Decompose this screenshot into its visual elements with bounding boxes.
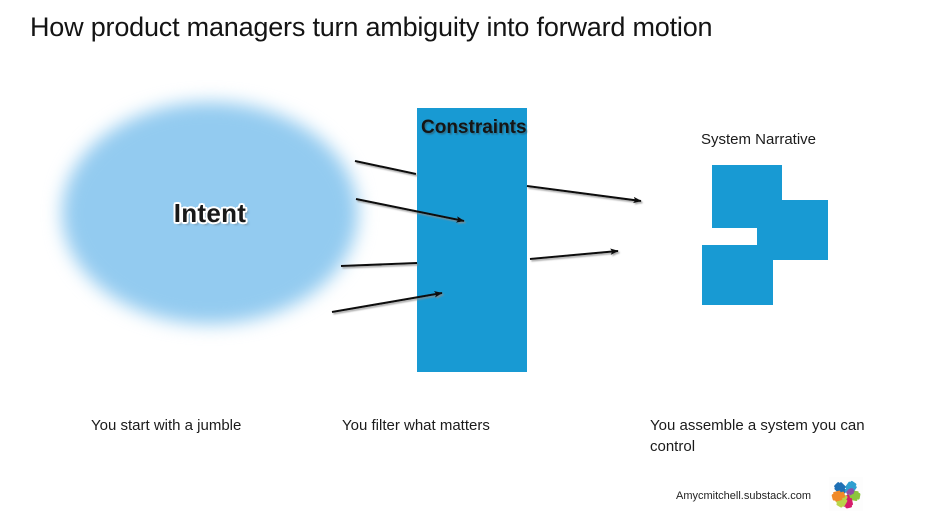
caption-system-narrative: You assemble a system you can control	[650, 417, 865, 455]
output-arrow-1	[526, 184, 642, 204]
intent-ellipse	[62, 102, 358, 324]
constraints-label: Constraints	[421, 117, 527, 138]
output-arrow-2	[529, 248, 619, 261]
footer-attribution: Amycmitchell.substack.com	[676, 490, 812, 502]
hands-circle-logo	[829, 477, 863, 511]
page-title: How product managers turn ambiguity into…	[30, 12, 713, 42]
intent-label: Intent	[173, 197, 247, 228]
constraints-rectangle	[417, 108, 527, 372]
caption-intent: You start with a jumble	[91, 417, 242, 434]
caption-constraints: You filter what matters	[342, 417, 490, 434]
narrative-square-3	[702, 245, 773, 305]
intent-shape-group: Intent	[62, 102, 358, 324]
input-line-1	[354, 159, 417, 176]
system-narrative-title: System Narrative	[701, 131, 817, 148]
